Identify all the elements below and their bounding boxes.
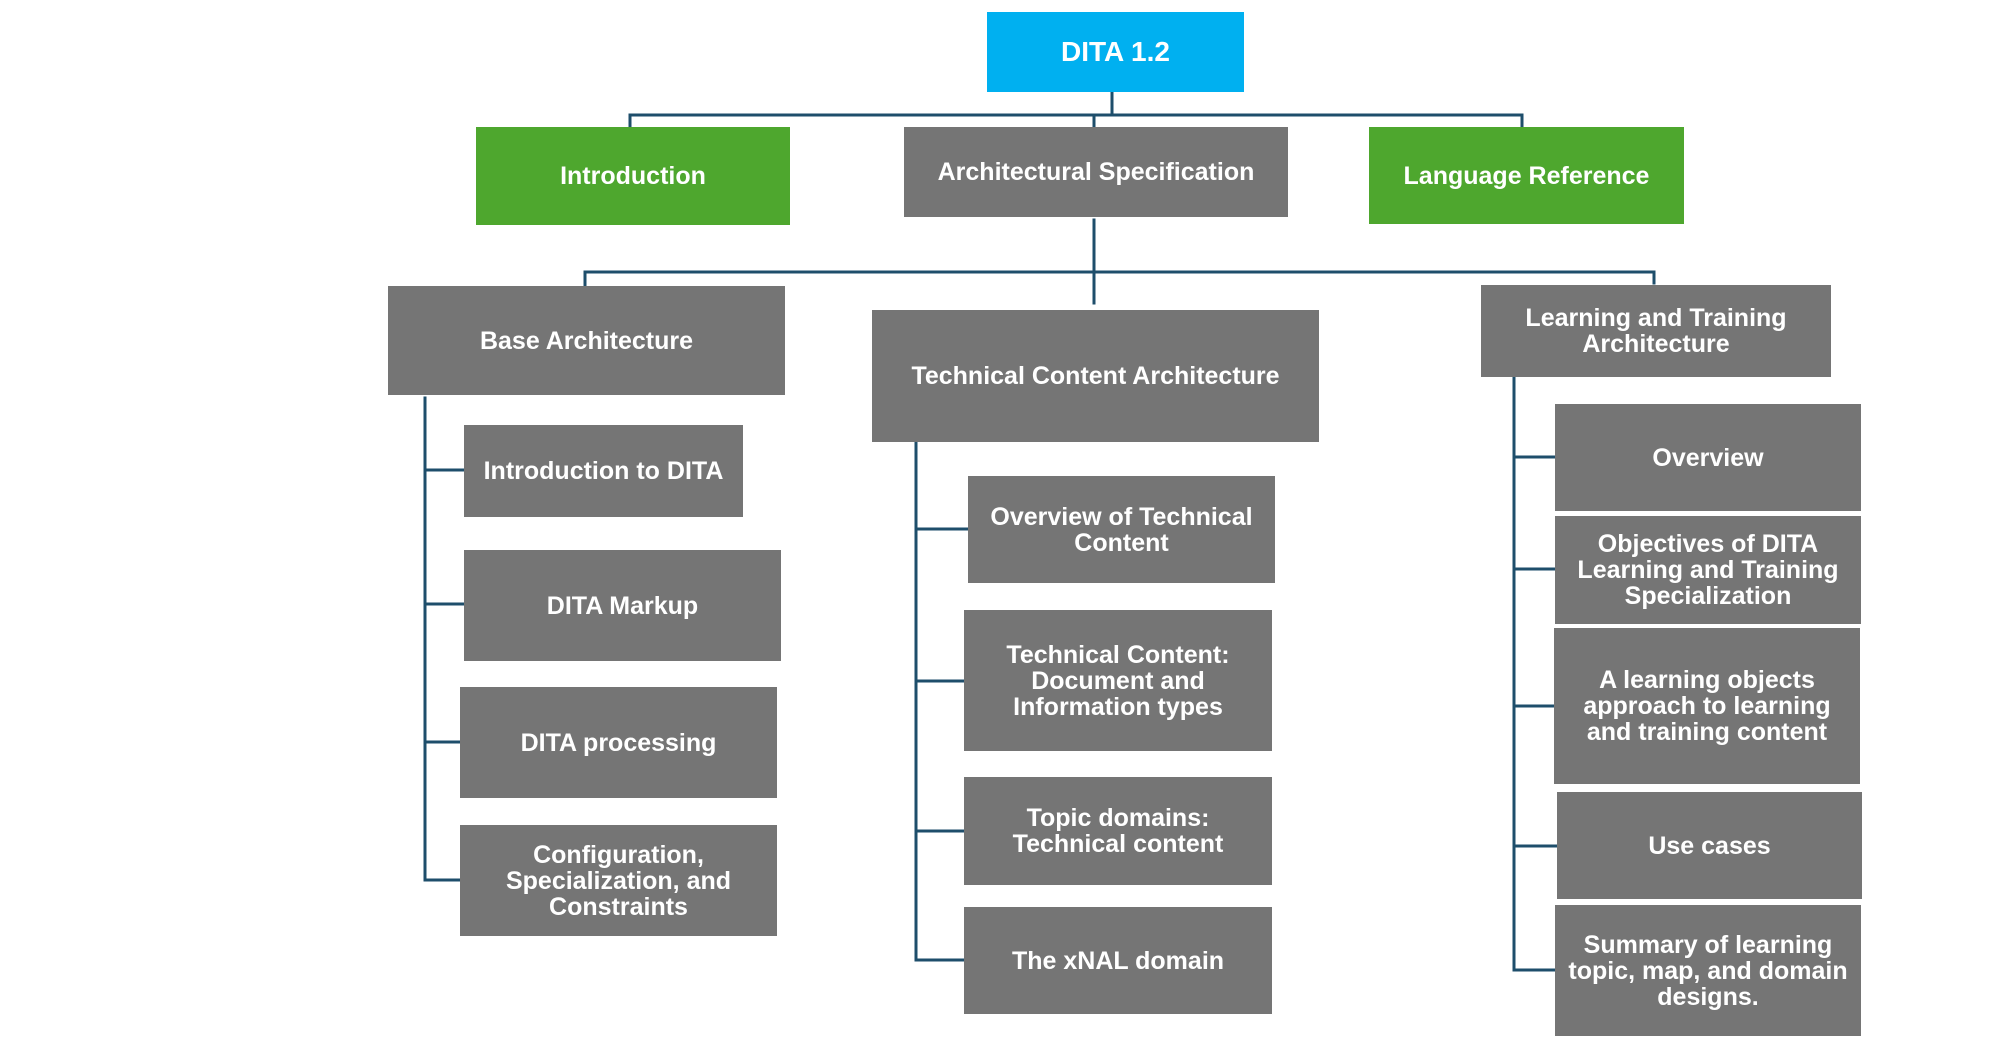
base-child-label: Introduction to DITA [483, 457, 724, 485]
learning-child-label: Objectives of DITA Learning and Training… [1577, 530, 1839, 610]
learning-child-label: A learning objects approach to learning … [1583, 666, 1831, 746]
base-child-label: DITA processing [520, 728, 717, 757]
technical-child-label: Overview of Technical Content [990, 502, 1253, 557]
technical-content-architecture-label: Technical Content Architecture [911, 362, 1280, 390]
technical-child-label: Technical Content: Document and Informat… [1006, 640, 1230, 721]
base-child-label: DITA Markup [546, 591, 699, 620]
learning-child-use-cases: Use cases [1557, 792, 1862, 899]
language-reference-node: Language Reference [1369, 127, 1684, 224]
architectural-specification-node: Architectural Specification [904, 127, 1288, 217]
technical-content-architecture-node: Technical Content Architecture [872, 310, 1319, 442]
learning-training-architecture-label: Learning and Training Architecture [1525, 304, 1787, 358]
base-child-introduction-to-dita: Introduction to DITA [464, 425, 743, 517]
learning-child-summary: Summary of learning topic, map, and doma… [1555, 905, 1861, 1036]
technical-child-label: Topic domains: Technical content [1012, 804, 1224, 858]
technical-child-xnal-domain: The xNAL domain [964, 907, 1272, 1014]
introduction-label: Introduction [560, 162, 706, 190]
architectural-specification-label: Architectural Specification [937, 158, 1255, 186]
base-child-label: Configuration, Specialization, and Const… [505, 840, 732, 921]
learning-child-learning-objects-approach: A learning objects approach to learning … [1554, 628, 1860, 784]
base-child-configuration: Configuration, Specialization, and Const… [460, 825, 777, 936]
base-architecture-label: Base Architecture [479, 326, 694, 355]
root-label: DITA 1.2 [1061, 36, 1170, 67]
root-node: DITA 1.2 [987, 12, 1244, 92]
learning-child-objectives: Objectives of DITA Learning and Training… [1555, 516, 1861, 624]
learning-child-label: Overview [1652, 443, 1764, 472]
base-child-dita-markup: DITA Markup [464, 550, 781, 661]
base-architecture-node: Base Architecture [388, 286, 785, 395]
technical-child-document-info-types: Technical Content: Document and Informat… [964, 610, 1272, 751]
learning-child-label: Use cases [1648, 831, 1771, 860]
learning-training-architecture-node: Learning and Training Architecture [1481, 285, 1831, 377]
base-child-dita-processing: DITA processing [460, 687, 777, 798]
learning-child-overview: Overview [1555, 404, 1861, 511]
language-reference-label: Language Reference [1403, 161, 1650, 190]
introduction-node: Introduction [476, 127, 790, 225]
technical-child-overview: Overview of Technical Content [968, 476, 1275, 583]
technical-child-topic-domains: Topic domains: Technical content [964, 777, 1272, 885]
learning-child-label: Summary of learning topic, map, and doma… [1568, 930, 1848, 1011]
technical-child-label: The xNAL domain [1011, 946, 1225, 975]
